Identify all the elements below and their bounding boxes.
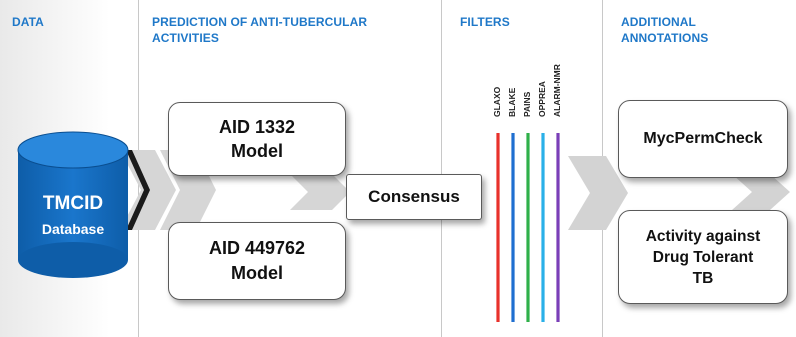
- filter-lines: [496, 133, 560, 322]
- model-2-line2: Model: [230, 263, 283, 283]
- arrow-filters-to-annotations: [568, 156, 628, 230]
- filter-label-glaxo: GLAXO: [492, 86, 502, 117]
- database-label: Database: [41, 221, 105, 237]
- annotations-title-line2: ANNOTATIONS: [621, 31, 709, 45]
- filter-label-alarm-nmr: ALARM-NMR: [552, 64, 562, 117]
- prediction-title-line1: PREDICTION OF ANTI-TUBERCULAR: [152, 15, 368, 29]
- annotations-title-line1: ADDITIONAL: [621, 15, 696, 29]
- arrow-to-consensus: [290, 174, 350, 210]
- consensus-box: Consensus: [346, 174, 482, 220]
- filter-label-opprea: OPPREA: [537, 81, 547, 117]
- annotations-panel-title: ADDITIONAL ANNOTATIONS: [621, 14, 708, 46]
- arrow-annotations-right: [732, 174, 790, 210]
- mycpermcheck-label: MycPermCheck: [643, 130, 763, 147]
- arrow-edge-dark: [126, 150, 150, 230]
- database-name: TMCID: [42, 193, 104, 214]
- filter-label-blake: BLAKE: [507, 87, 517, 117]
- prediction-panel-title: PREDICTION OF ANTI-TUBERCULAR ACTIVITIES: [152, 14, 367, 46]
- filters-panel-title: FILTERS: [460, 15, 510, 29]
- model-1-line1: AID 1332: [218, 117, 296, 137]
- prediction-title-line2: ACTIVITIES: [152, 31, 220, 45]
- annotation-2-line2: Drug Tolerant: [652, 248, 754, 266]
- model-2-line1: AID 449762: [208, 238, 306, 258]
- mycpermcheck-box: MycPermCheck: [618, 100, 788, 178]
- annotation-2-line1: Activity against: [645, 227, 761, 245]
- filter-label-pains: PAINS: [522, 91, 532, 117]
- model-1-line2: Model: [230, 141, 283, 161]
- drug-tolerant-activity-box: Activity against Drug Tolerant TB: [618, 210, 788, 304]
- model-box-aid-1332: AID 1332 Model: [168, 102, 346, 176]
- model-box-aid-449762: AID 449762 Model: [168, 222, 346, 300]
- consensus-label: Consensus: [368, 187, 460, 206]
- database-cylinder: [17, 131, 129, 278]
- annotation-2-line3: TB: [692, 269, 714, 287]
- data-panel-title: DATA: [12, 15, 44, 29]
